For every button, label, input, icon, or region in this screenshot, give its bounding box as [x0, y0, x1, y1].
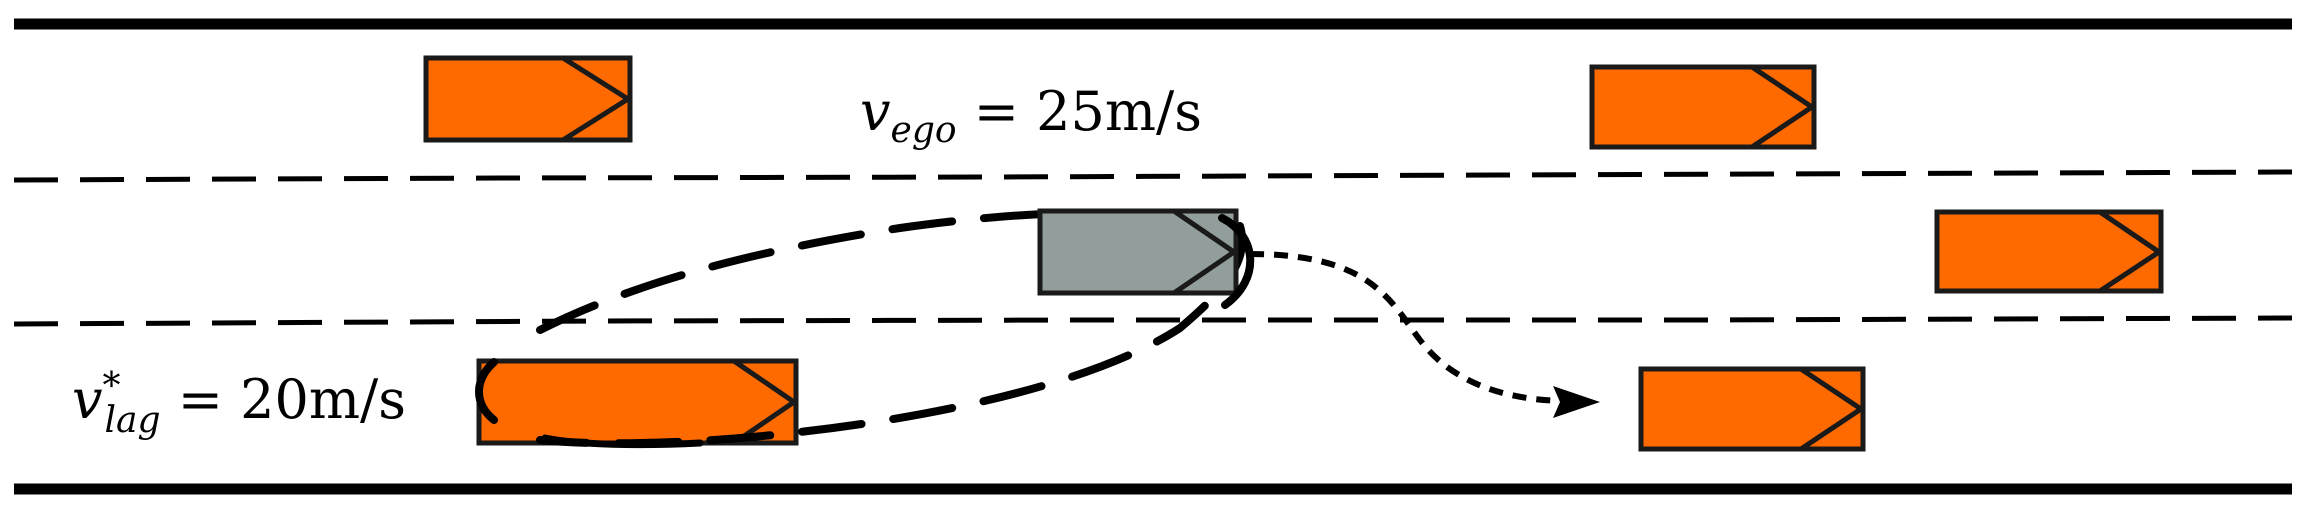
ego-speed-label: vego = 25m/s	[860, 80, 1202, 151]
car-icon	[732, 358, 799, 446]
traffic-car-top-right	[1589, 64, 1817, 150]
ego-speed-var: v	[860, 80, 891, 143]
traffic-car-bottom-right	[1638, 366, 1866, 452]
car-icon	[1172, 208, 1239, 296]
lag-speed-var: v	[72, 368, 103, 431]
traffic-car-middle-right	[1934, 209, 2164, 294]
lane-separator-lower	[13, 315, 2293, 327]
ego-speed-value: = 25m/s	[957, 80, 1202, 143]
lag-speed-sup: *	[103, 366, 121, 407]
ellipse-bottom-solid	[541, 434, 704, 449]
lag-vehicle	[476, 358, 799, 446]
ellipse-front-arc	[1218, 214, 1255, 309]
lag-speed-sub: lag	[105, 400, 161, 441]
trajectory-arrow-icon	[1553, 386, 1600, 418]
traffic-car-top-left	[423, 55, 633, 143]
ego-vehicle	[1037, 208, 1239, 296]
car-icon	[1750, 64, 1817, 150]
lane-change-trajectory	[1249, 251, 1566, 404]
lag-speed-value: = 20m/s	[161, 368, 406, 431]
car-icon	[2098, 209, 2164, 294]
car-icon	[561, 55, 633, 143]
lane-separator-upper	[13, 169, 2293, 183]
ellipse-rear-arc	[475, 358, 498, 424]
ego-speed-sub: ego	[891, 110, 957, 151]
car-icon	[1799, 366, 1866, 452]
lag-speed-label: v*lag = 20m/s	[72, 366, 406, 441]
